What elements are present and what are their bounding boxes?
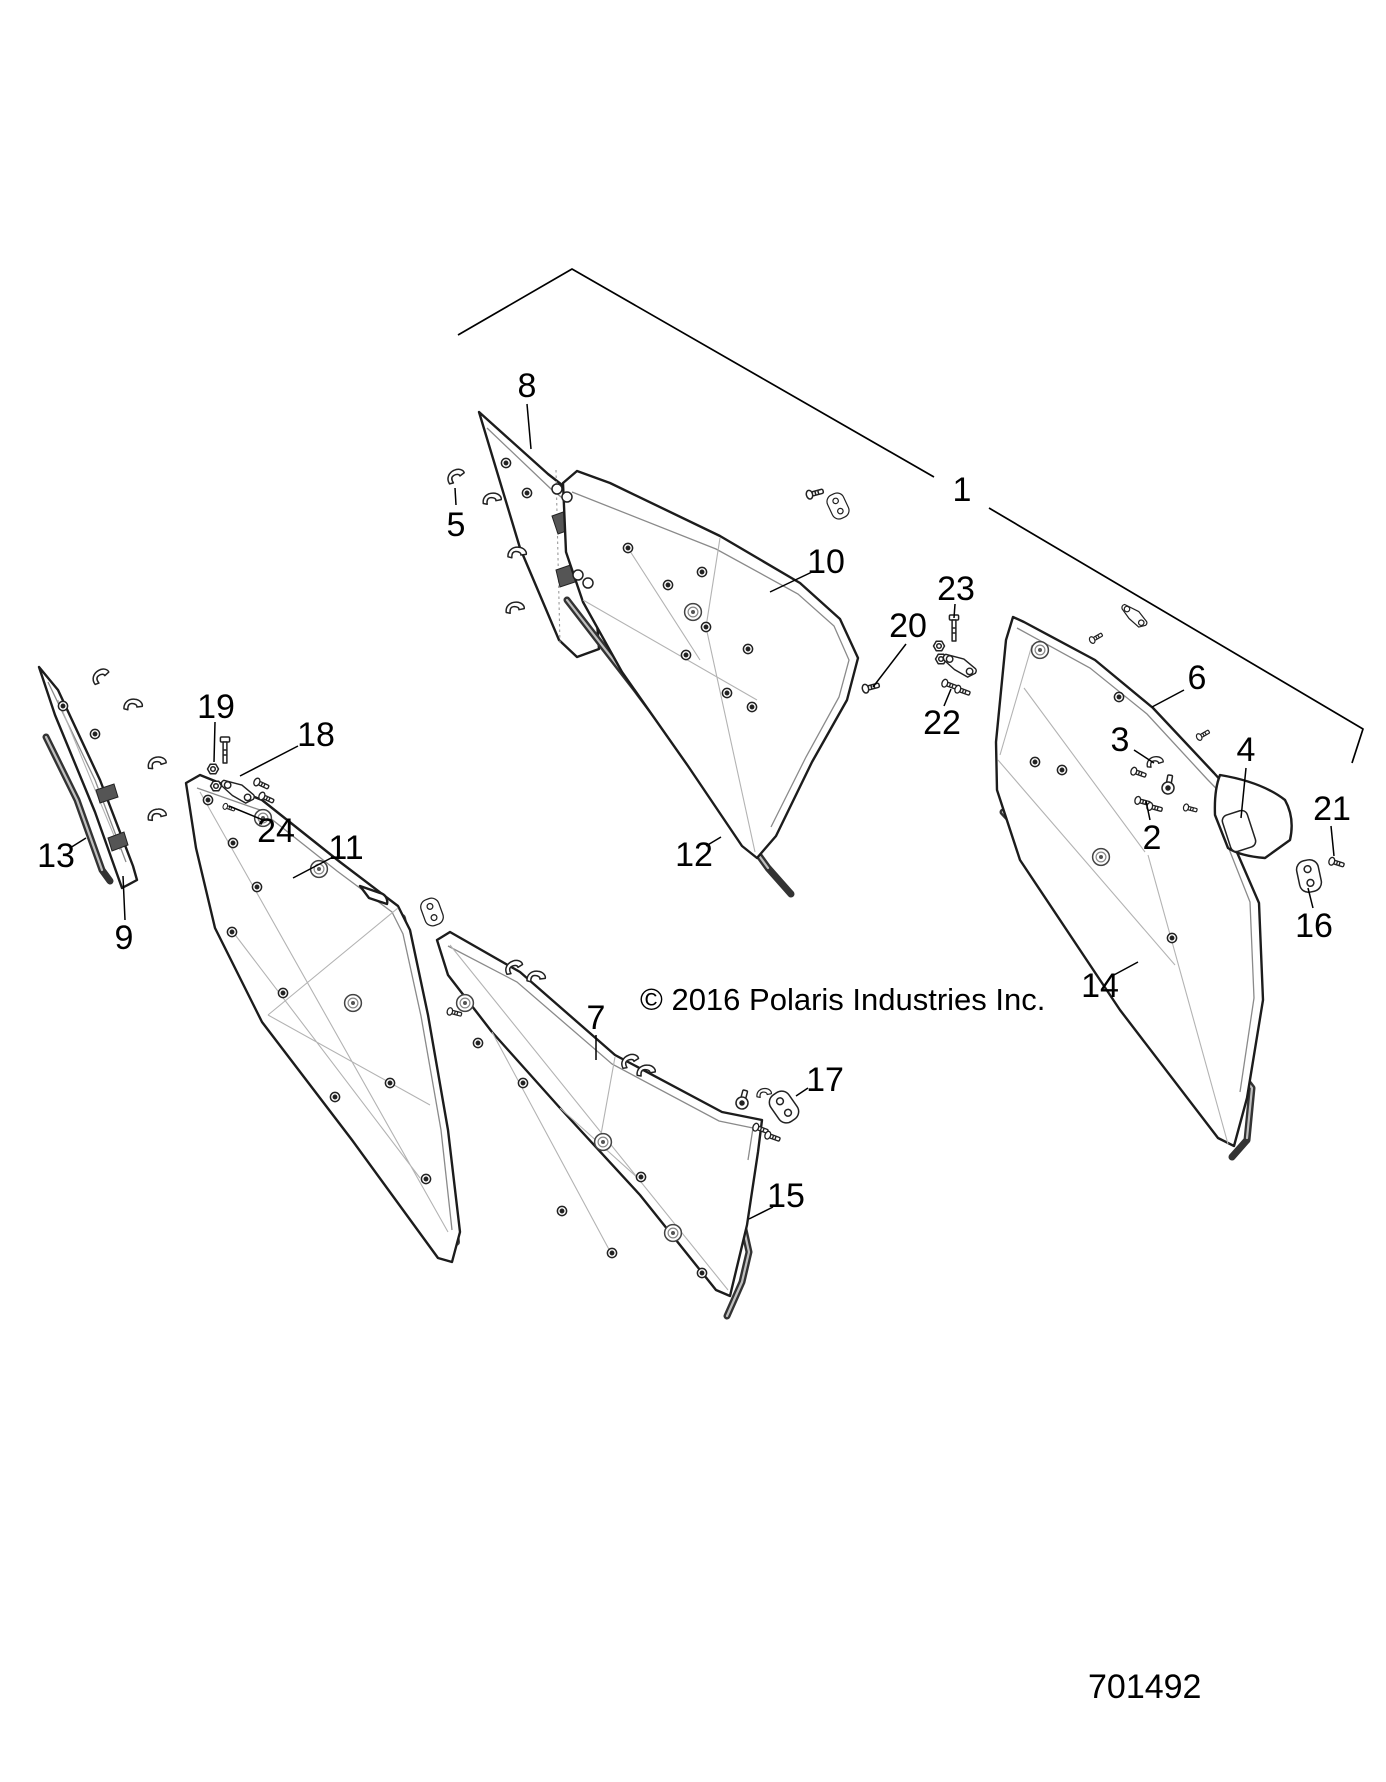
- callout-leader-6: [1151, 689, 1185, 708]
- callout-leader-10: [769, 571, 813, 593]
- callout-leader-4: [1240, 767, 1247, 819]
- assembly-bracket: [457, 268, 1364, 764]
- callout-22: 22: [923, 704, 961, 742]
- front-door-lower-right: [417, 895, 764, 1320]
- callout-6: 6: [1188, 659, 1207, 697]
- callout-leader-20: [872, 643, 907, 688]
- door-hinge-knuckle: [358, 884, 389, 906]
- callout-2: 2: [1143, 819, 1162, 857]
- callout-20: 20: [889, 607, 927, 645]
- callout-leader-22: [943, 688, 952, 707]
- callout-leader-24: [228, 805, 264, 821]
- callout-leader-12: [705, 836, 722, 847]
- callout-10: 10: [807, 543, 845, 581]
- rear-door-frame-right: [994, 615, 1293, 1161]
- rear-quarter-panel-left: [37, 665, 139, 890]
- callout-19: 19: [197, 688, 235, 726]
- callout-leader-16: [1307, 887, 1314, 909]
- callout-16: 16: [1295, 907, 1333, 945]
- callout-leader-15: [748, 1206, 774, 1220]
- callout-14: 14: [1081, 967, 1119, 1005]
- callout-7: 7: [587, 999, 606, 1037]
- callout-11: 11: [328, 829, 363, 867]
- callout-8: 8: [518, 367, 537, 405]
- callout-leader-13: [69, 837, 87, 849]
- callout-5: 5: [447, 506, 466, 544]
- assembly-bracket-line-1: [457, 268, 935, 478]
- part-number: 701492: [1088, 1668, 1201, 1706]
- callout-24: 24: [257, 812, 295, 850]
- front-door-frame: [551, 469, 860, 898]
- callout-leader-8: [526, 403, 532, 450]
- callout-leader-5: [454, 487, 457, 506]
- callout-21: 21: [1313, 790, 1351, 828]
- callout-leader-21: [1330, 825, 1335, 857]
- callout-13: 13: [37, 837, 75, 875]
- callout-leader-9: [122, 875, 126, 921]
- callout-leader-2: [1145, 800, 1151, 821]
- callout-leader-11: [292, 856, 334, 879]
- callout-1: 1: [953, 471, 972, 509]
- callout-4: 4: [1237, 731, 1256, 769]
- copyright-text: © 2016 Polaris Industries Inc.: [640, 982, 1045, 1017]
- front-door-lower-left: [184, 773, 462, 1264]
- callout-18: 18: [297, 716, 335, 754]
- callout-leader-3: [1133, 749, 1155, 764]
- callout-17: 17: [806, 1061, 844, 1099]
- callout-23: 23: [937, 570, 975, 608]
- assembly-bracket-line-2: [988, 507, 1364, 764]
- callout-leader-19: [213, 721, 216, 763]
- callout-leader-23: [953, 603, 956, 619]
- callout-leader-17: [795, 1087, 809, 1097]
- callout-3: 3: [1111, 721, 1130, 759]
- callout-15: 15: [767, 1177, 805, 1215]
- callout-leader-18: [239, 745, 299, 777]
- callout-leader-14: [1111, 961, 1139, 977]
- callout-12: 12: [675, 836, 713, 874]
- callout-9: 9: [115, 919, 134, 957]
